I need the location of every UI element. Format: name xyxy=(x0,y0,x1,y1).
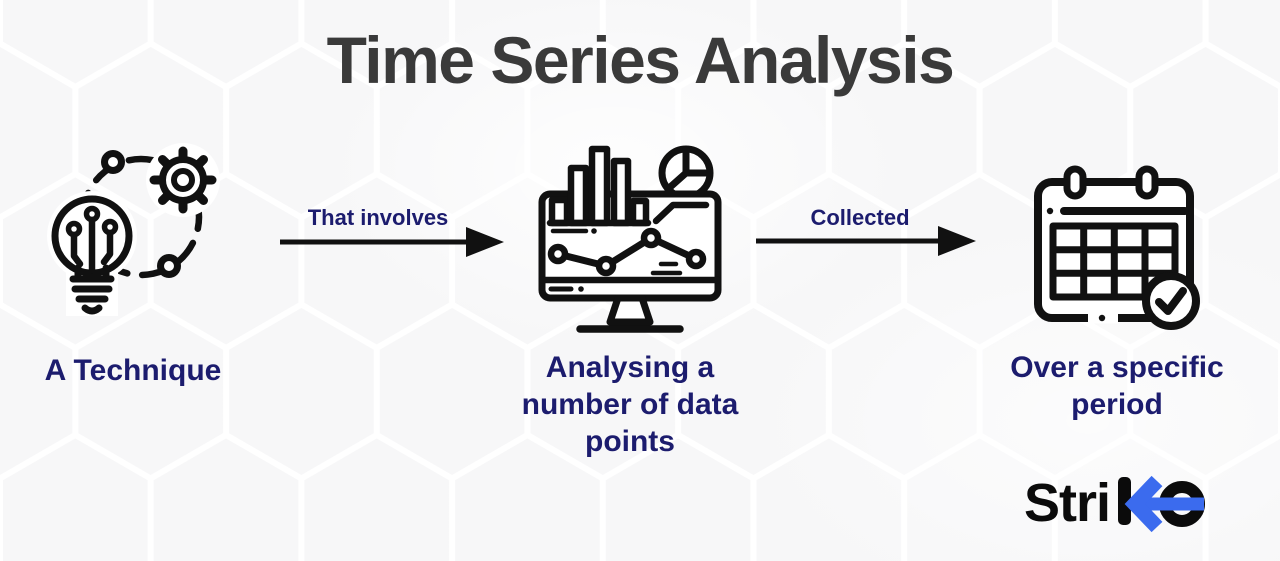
step-label-data-points: Analysing a number of data points xyxy=(478,349,782,460)
step-label-line: number of data xyxy=(521,388,739,421)
step-label-line: points xyxy=(585,425,675,458)
step-label-technique: A Technique xyxy=(10,352,256,389)
step-label-line: Analysing a xyxy=(545,351,715,384)
page-title: Time Series Analysis xyxy=(326,23,955,97)
step-label-line: period xyxy=(1071,388,1163,421)
logo-text-prefix: Stri xyxy=(1024,473,1110,533)
step-label-period: Over a specific period xyxy=(965,349,1269,423)
right-arrow-icon xyxy=(280,227,504,257)
lightbulb-gear-icon xyxy=(47,143,220,316)
step-label-line: Over a specific xyxy=(1010,351,1224,384)
right-arrow-icon xyxy=(756,226,976,256)
step-label-line: A Technique xyxy=(44,354,222,387)
strike-logo: Stri xyxy=(1024,473,1205,533)
calendar-check-icon xyxy=(1034,165,1200,330)
monitor-chart-icon xyxy=(538,145,722,333)
